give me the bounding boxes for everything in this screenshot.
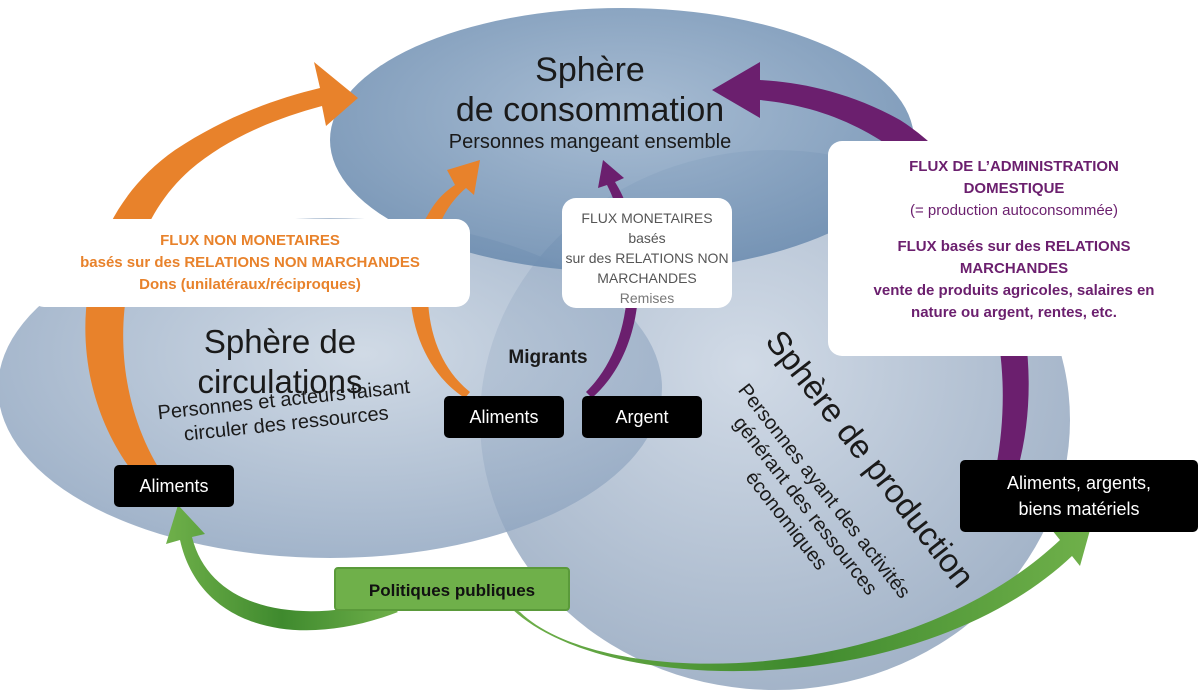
consommation-title-line1: Sphère — [535, 51, 645, 89]
sphere-consommation — [330, 8, 914, 272]
consommation-title: Sphère de consommation — [380, 50, 800, 130]
politiques-publiques-box: Politiques publiques — [334, 567, 570, 611]
flux-monetaires-line4: Remises — [619, 290, 675, 306]
aliments-migrants-label: Aliments — [444, 396, 564, 438]
green-flow-arrow-left — [166, 505, 398, 631]
migrants-label: Migrants — [508, 347, 588, 368]
argent-migrants-label: Argent — [582, 396, 702, 438]
circulations-title: Sphère de circulations — [150, 322, 410, 402]
flux-non-monetaires-box: FLUX NON MONETAIRES basés sur des RELATI… — [30, 219, 470, 307]
consommation-title-line2: de consommation — [455, 91, 725, 129]
circulations-title-line2: circulations — [197, 363, 363, 400]
flux-non-monetaires-line2: basés sur des RELATIONS NON MARCHANDES — [80, 254, 420, 271]
flux-administration-line1: FLUX DE L’ADMINISTRATION — [909, 158, 1119, 175]
aliments-circulation-label: Aliments — [114, 465, 234, 507]
orange-flow-arrow-large — [85, 62, 358, 492]
circulations-title-line1: Sphère de — [203, 323, 357, 360]
flux-monetaires-line3: MARCHANDES — [597, 270, 697, 286]
flux-administration-line7: nature ou argent, rentes, etc. — [911, 304, 1117, 321]
flux-administration-line3: (= production autoconsommée) — [909, 202, 1119, 219]
flux-administration-line4: FLUX basés sur des RELATIONS — [897, 238, 1131, 255]
flux-monetaires-box: FLUX MONETAIRES basés sur des RELATIONS … — [562, 198, 732, 308]
flux-administration-line5: MARCHANDES — [959, 260, 1069, 277]
flux-administration-box: FLUX DE L’ADMINISTRATION DOMESTIQUE (= p… — [828, 141, 1200, 356]
flux-non-monetaires-line3: Dons (unilatéraux/réciproques) — [139, 276, 361, 293]
production-resources-line1: Aliments, argents, — [1006, 473, 1152, 493]
flux-non-monetaires-line1: FLUX NON MONETAIRES — [160, 232, 340, 249]
flux-monetaires-line1: FLUX MONETAIRES basés — [581, 210, 713, 246]
flux-administration-line6: vente de produits agricoles, salaires en — [873, 282, 1155, 299]
flux-monetaires-line2: sur des RELATIONS NON — [565, 250, 729, 266]
production-resources-label: Aliments, argents, biens matériels — [960, 460, 1198, 532]
production-resources-line2: biens matériels — [1018, 499, 1140, 519]
consommation-subtitle: Personnes mangeant ensemble — [448, 131, 732, 153]
flux-administration-line2: DOMESTIQUE — [963, 180, 1065, 197]
